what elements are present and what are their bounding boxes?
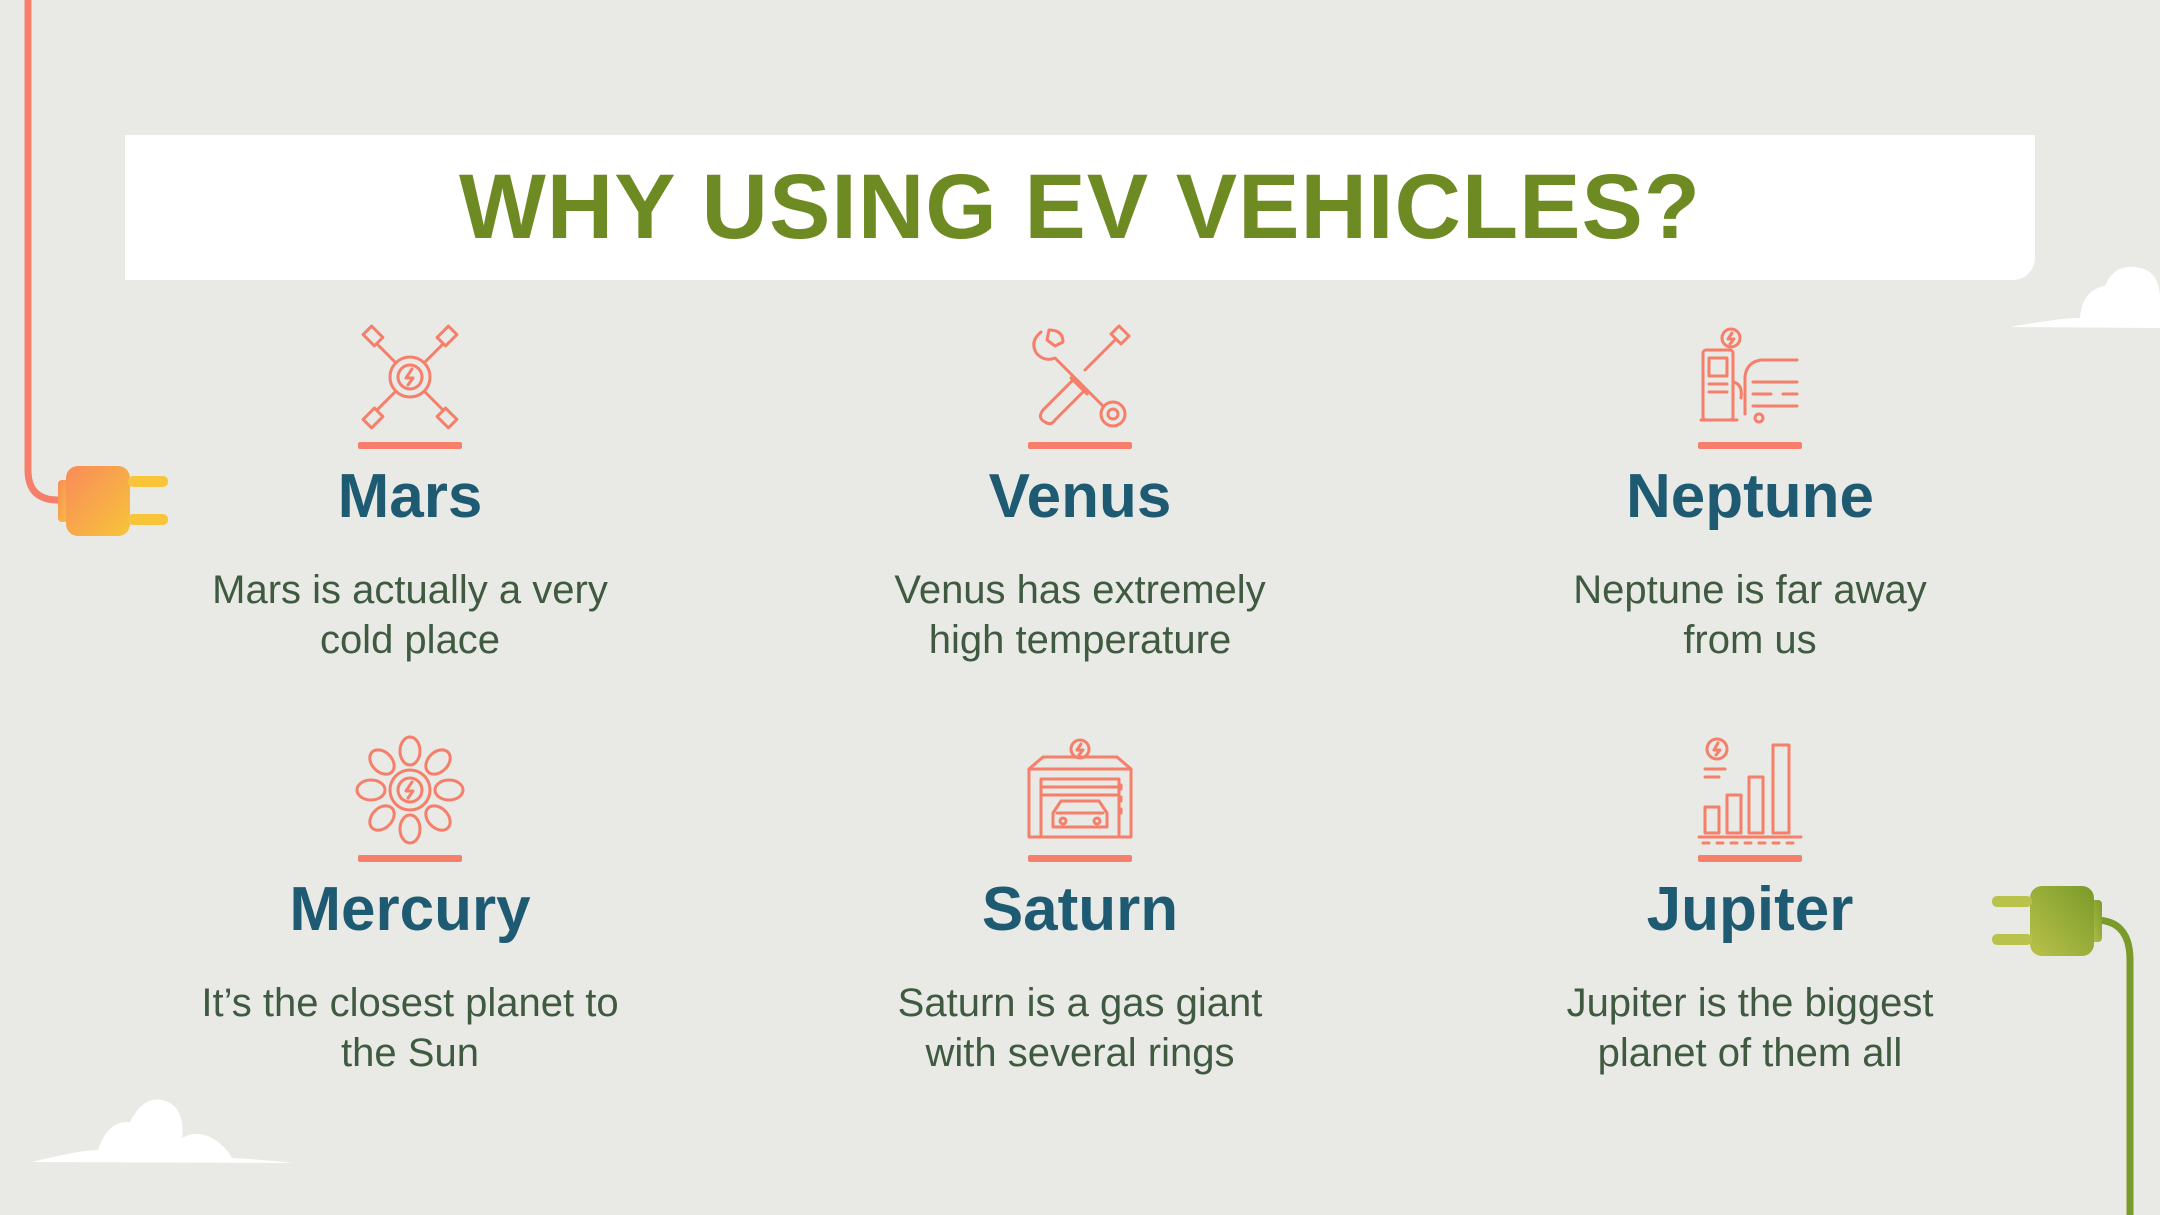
title-banner: WHY USING EV VEHICLES? (125, 135, 2035, 280)
item-title: Venus (988, 462, 1172, 531)
orange-plug-icon (58, 466, 168, 536)
energy-chart-icon (1697, 737, 1803, 845)
accent-bar (1028, 442, 1132, 449)
accent-bar (1028, 855, 1132, 862)
item-description: It’s the closest planet to the Sun (201, 981, 619, 1076)
cloud-icon (2010, 266, 2160, 328)
item-description: Jupiter is the biggest planet of them al… (1566, 981, 1934, 1076)
feature-item-venus: Venus Venus has extremely high temperatu… (800, 322, 1360, 665)
orange-cord (24, 0, 66, 504)
page-title: WHY USING EV VEHICLES? (458, 156, 1702, 258)
feature-item-neptune: Neptune Neptune is far away from us (1470, 322, 2030, 665)
accent-bar (358, 855, 462, 862)
green-cord (2094, 916, 2134, 1215)
item-description: Venus has extremely high temperature (894, 568, 1266, 663)
accent-bar (358, 442, 462, 449)
garage-car-icon (1027, 738, 1133, 839)
charging-station-car-icon (1699, 327, 1799, 424)
item-description: Mars is actually a very cold place (212, 568, 608, 663)
green-plug-icon (1992, 886, 2102, 956)
energy-sunflower-icon (355, 735, 465, 845)
feature-item-mars: Mars Mars is actually a very cold place (130, 322, 690, 665)
plug-connectors-icon (361, 324, 459, 430)
feature-item-saturn: Saturn Saturn is a gas giant with severa… (800, 735, 1360, 1078)
feature-item-jupiter: Jupiter Jupiter is the biggest planet of… (1470, 735, 2030, 1078)
item-title: Saturn (981, 875, 1179, 944)
accent-bar (1698, 442, 1802, 449)
wrench-screwdriver-icon (1032, 324, 1131, 428)
item-title: Jupiter (1646, 875, 1854, 944)
item-title: Mars (337, 462, 483, 531)
item-title: Mercury (289, 875, 531, 944)
item-description: Neptune is far away from us (1573, 568, 1927, 663)
feature-item-mercury: Mercury It’s the closest planet to the S… (130, 735, 690, 1078)
cloud-icon (32, 1099, 292, 1163)
accent-bar (1698, 855, 1802, 862)
item-description: Saturn is a gas giant with several rings (897, 981, 1263, 1076)
item-title: Neptune (1626, 462, 1874, 531)
